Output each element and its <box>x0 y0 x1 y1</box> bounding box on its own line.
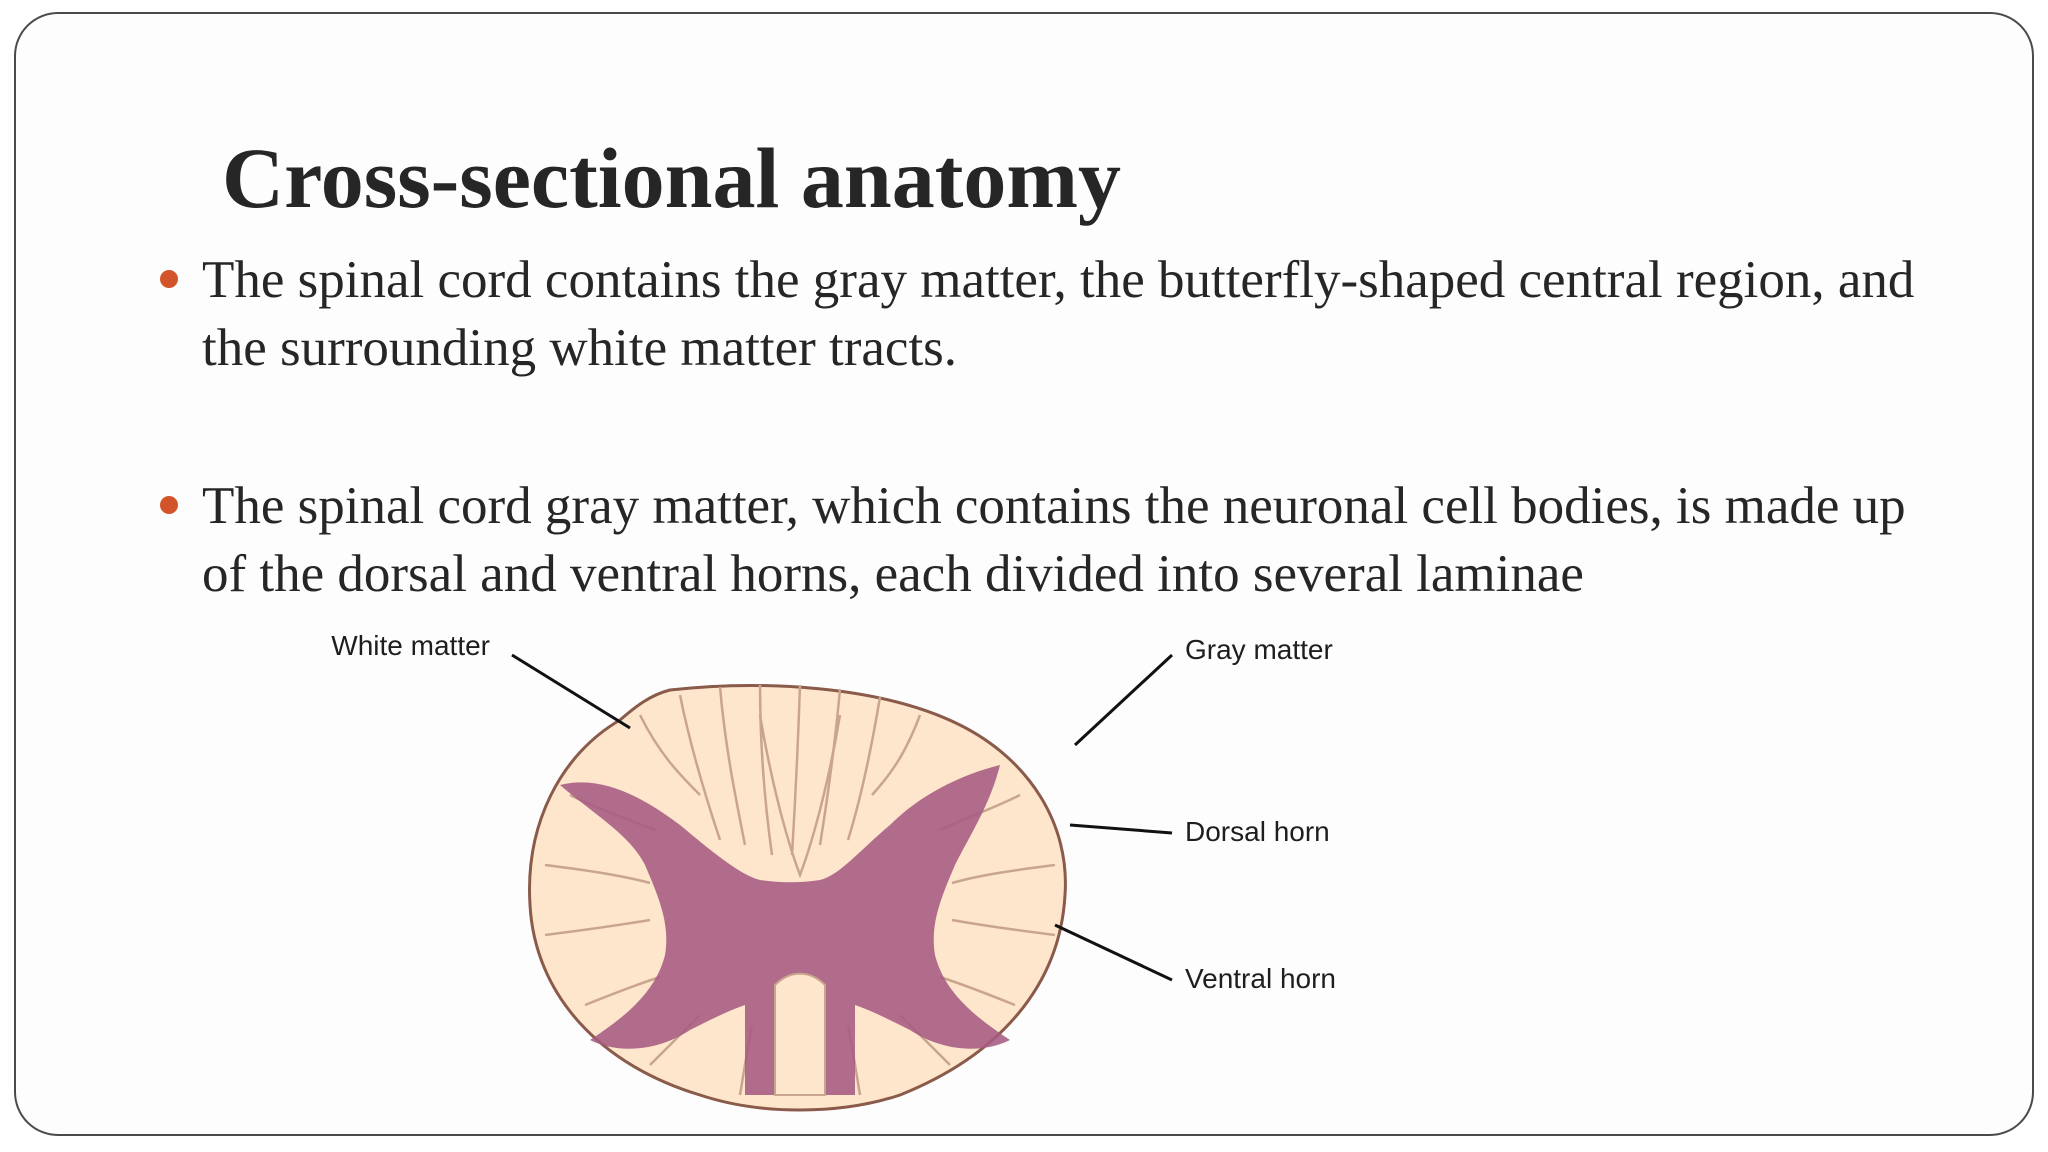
dorsal-fissure <box>758 714 842 879</box>
white-matter-label: White matter <box>331 630 490 661</box>
central-canal <box>774 972 826 1096</box>
spinal-cord-diagram: White matter Gray matter Dorsal horn Ven… <box>331 630 1336 1112</box>
bullet-dot-icon <box>160 496 178 514</box>
bullet-text: The spinal cord contains the gray matter… <box>202 251 1915 377</box>
leader-lines <box>511 653 1174 982</box>
gray-matter-region <box>560 765 1010 1095</box>
slide-title: Cross-sectional anatomy <box>222 130 1121 226</box>
bullet-dot-icon <box>160 270 178 288</box>
ventral-horn-label: Ventral horn <box>1185 963 1336 994</box>
bullet-text: The spinal cord gray matter, which conta… <box>202 477 1906 603</box>
dorsal-horn-label: Dorsal horn <box>1185 816 1330 847</box>
gray-matter-label: Gray matter <box>1185 634 1333 665</box>
